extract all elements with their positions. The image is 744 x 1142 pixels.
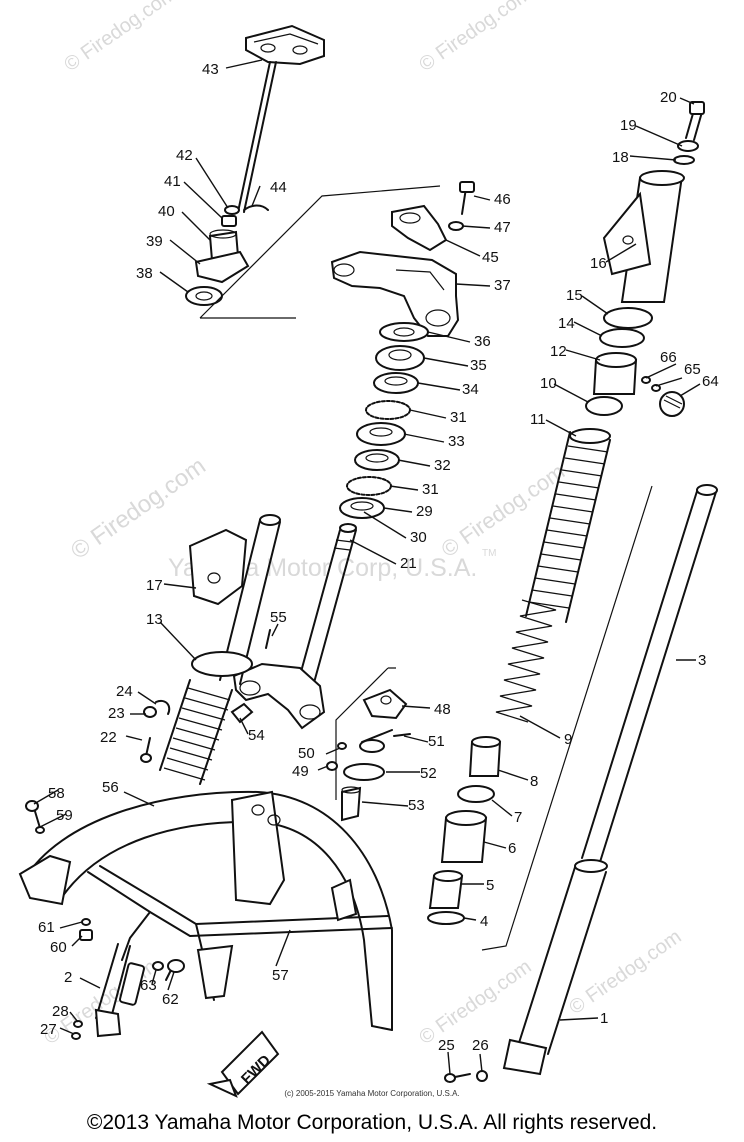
part-label-52: 52 xyxy=(420,765,437,782)
right-fork-assembly xyxy=(427,101,718,1083)
watermark-firedog-mid-left: © Firedog.com xyxy=(66,452,211,565)
part-label-31-lower: 31 xyxy=(422,481,439,498)
part-label-9: 9 xyxy=(564,731,572,748)
part-label-32: 32 xyxy=(434,457,451,474)
part-label-20: 20 xyxy=(660,89,677,106)
part-label-14: 14 xyxy=(558,315,575,332)
part-label-23: 23 xyxy=(108,705,125,722)
part-label-36: 36 xyxy=(474,333,491,350)
copyright-footer: ©2013 Yamaha Motor Corporation, U.S.A. A… xyxy=(86,1111,658,1134)
part-label-33: 33 xyxy=(448,433,465,450)
watermark-firedog-top-center: © Firedog.com xyxy=(415,0,535,76)
front-fender-assembly xyxy=(18,790,393,1040)
copyright-small-text: (c) 2005-2015 Yamaha Motor Corporation, … xyxy=(284,1089,460,1098)
part-label-2: 2 xyxy=(64,969,72,986)
part-label-13: 13 xyxy=(146,611,163,628)
part-label-7: 7 xyxy=(514,809,522,826)
part-label-59: 59 xyxy=(56,807,73,824)
part-number-labels: 1 2 3 4 5 6 7 8 9 10 11 12 13 14 15 16 1… xyxy=(38,61,719,1054)
part-label-54: 54 xyxy=(248,727,265,744)
part-label-50: 50 xyxy=(298,745,315,762)
part-label-11: 11 xyxy=(530,411,546,428)
watermark-firedog-bottom-right: © Firedog.com xyxy=(565,926,685,1019)
part-label-40: 40 xyxy=(158,203,175,220)
part-label-45: 45 xyxy=(482,249,499,266)
part-label-58: 58 xyxy=(48,785,65,802)
part-label-49: 49 xyxy=(292,763,309,780)
left-fork-leg xyxy=(94,514,281,1038)
part-label-41: 41 xyxy=(164,173,181,190)
part-label-62: 62 xyxy=(162,991,179,1008)
forward-arrow: FWD xyxy=(206,1030,280,1098)
part-label-43: 43 xyxy=(202,61,219,78)
part-label-39: 39 xyxy=(146,233,163,250)
part-label-17: 17 xyxy=(146,577,163,594)
center-small-parts xyxy=(265,629,411,822)
part-label-1: 1 xyxy=(600,1010,608,1027)
part-label-31-upper: 31 xyxy=(450,409,467,426)
part-label-22: 22 xyxy=(100,729,117,746)
part-label-29: 29 xyxy=(416,503,433,520)
part-label-37: 37 xyxy=(494,277,511,294)
group-outline-top xyxy=(199,185,441,319)
part-label-3: 3 xyxy=(698,652,706,669)
part-label-8: 8 xyxy=(530,773,538,790)
part-label-61: 61 xyxy=(38,919,55,936)
part-label-12: 12 xyxy=(550,343,567,360)
part-label-38: 38 xyxy=(136,265,153,282)
part-label-6: 6 xyxy=(508,840,516,857)
part-label-53: 53 xyxy=(408,797,425,814)
part-label-47: 47 xyxy=(494,219,511,236)
part-label-34: 34 xyxy=(462,381,479,398)
part-label-30: 30 xyxy=(410,529,427,546)
part-label-15: 15 xyxy=(566,287,583,304)
part-label-27: 27 xyxy=(40,1021,57,1038)
part-label-21: 21 xyxy=(400,555,417,572)
part-label-55: 55 xyxy=(270,609,287,626)
part-label-63: 63 xyxy=(140,977,157,994)
part-label-35: 35 xyxy=(470,357,487,374)
part-label-64: 64 xyxy=(702,373,719,390)
part-label-48: 48 xyxy=(434,701,451,718)
part-label-26: 26 xyxy=(472,1037,489,1054)
part-label-44: 44 xyxy=(270,179,287,196)
steering-bearing-stack xyxy=(339,322,429,519)
part-label-16: 16 xyxy=(590,255,607,272)
part-label-57: 57 xyxy=(272,967,289,984)
part-label-51: 51 xyxy=(428,733,445,750)
watermark-firedog-mid-right: © Firedog.com xyxy=(437,459,570,562)
part-label-60: 60 xyxy=(50,939,67,956)
part-label-65: 65 xyxy=(684,361,701,378)
part-label-56: 56 xyxy=(102,779,119,796)
handle-crown-assembly xyxy=(185,24,325,306)
part-label-25: 25 xyxy=(438,1037,455,1054)
part-label-4: 4 xyxy=(480,913,488,930)
watermark-firedog-lower-right: © Firedog.com xyxy=(415,956,535,1049)
watermark-firedog-top-left: © Firedog.com xyxy=(60,0,180,76)
part-label-66: 66 xyxy=(660,349,677,366)
part-label-28: 28 xyxy=(52,1003,69,1020)
part-label-5: 5 xyxy=(486,877,494,894)
steering-stem xyxy=(232,523,357,730)
part-label-19: 19 xyxy=(620,117,637,134)
part-label-18: 18 xyxy=(612,149,629,166)
part-label-46: 46 xyxy=(494,191,511,208)
part-label-10: 10 xyxy=(540,375,557,392)
under-bracket-assembly xyxy=(330,181,475,337)
leader-lines xyxy=(33,59,701,1075)
watermark-tm: TM xyxy=(482,548,496,559)
part-label-42: 42 xyxy=(176,147,193,164)
part-label-24: 24 xyxy=(116,683,133,700)
